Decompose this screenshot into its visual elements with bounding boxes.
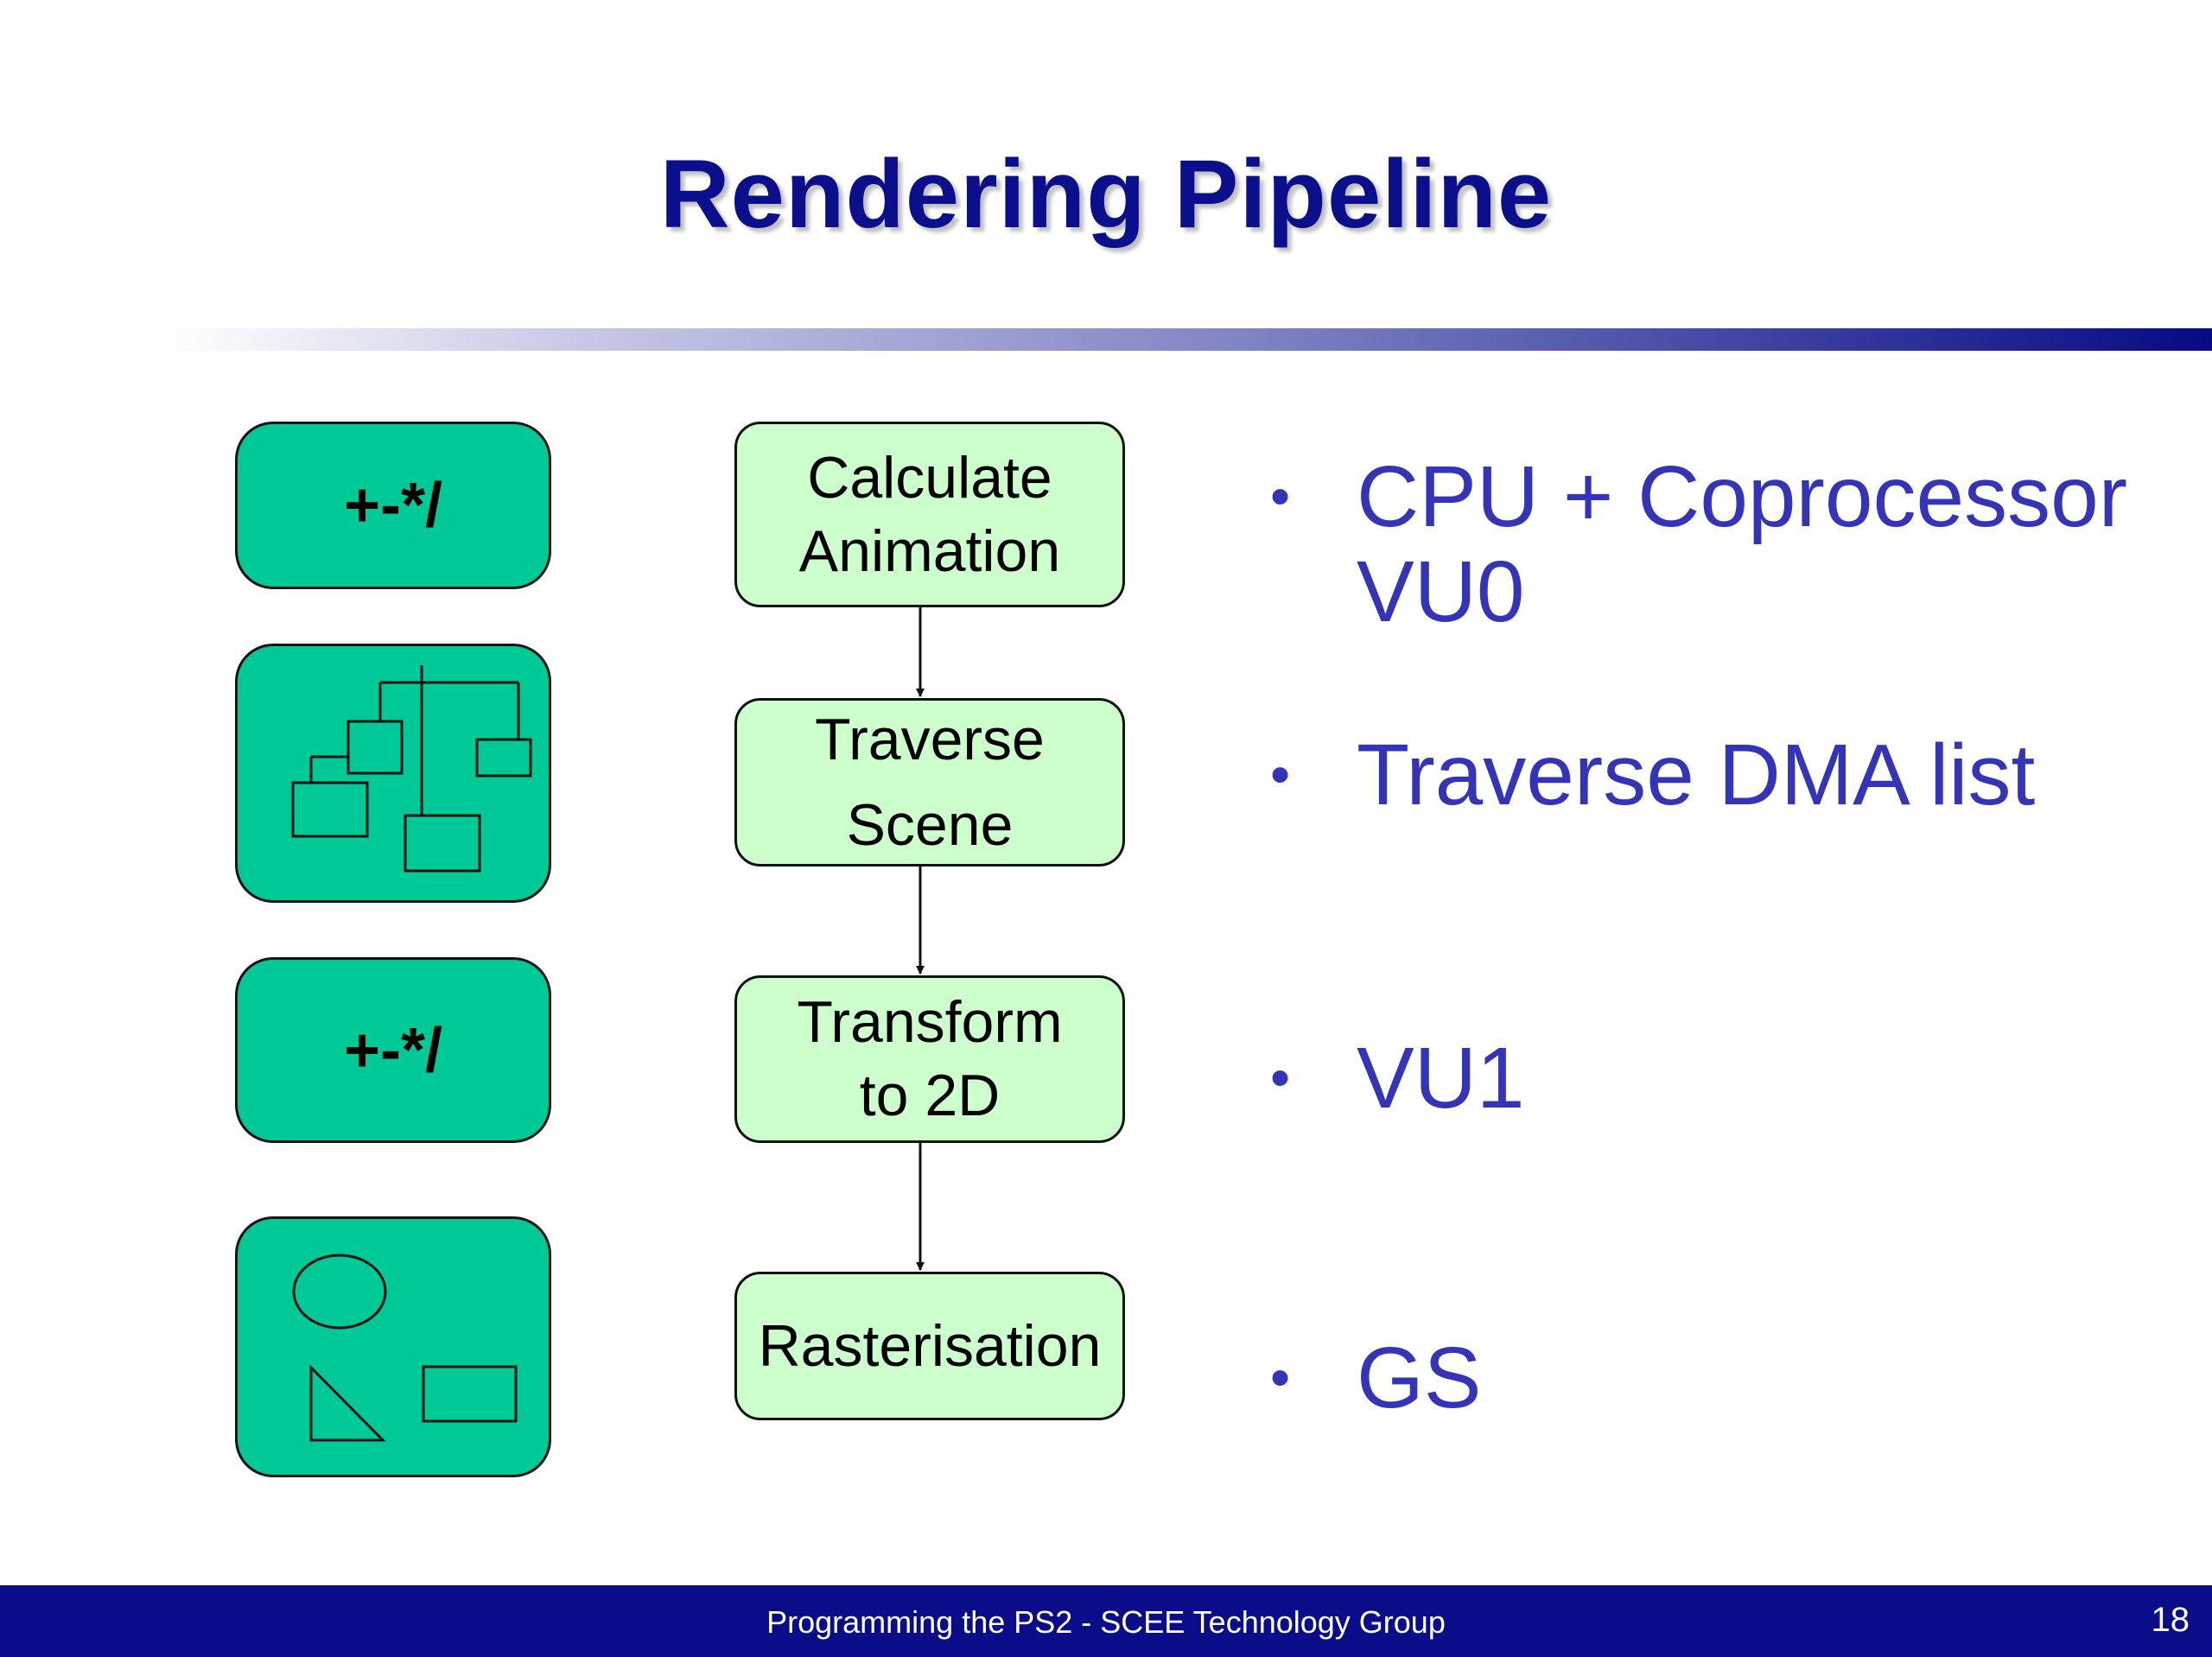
step-traverse-scene: Traverse Scene: [734, 698, 1125, 867]
bullet-symbol: •: [1270, 464, 1291, 528]
title-divider: [164, 328, 2212, 351]
step-rasterisation: Rasterisation: [734, 1272, 1125, 1420]
bullet-item: • CPU + Coprocessor VU0: [1270, 449, 2127, 639]
primitives-graphic: [292, 1254, 518, 1442]
footer-text: Programming the PS2 - SCEE Technology Gr…: [766, 1604, 1446, 1640]
primitives-icon: [235, 1216, 551, 1477]
bullet-item: • VU1: [1270, 1031, 1525, 1126]
bullet-item: • Traverse DMA list: [1270, 727, 2035, 822]
page-number: 18: [2151, 1601, 2190, 1639]
footer-bar: Programming the PS2 - SCEE Technology Gr…: [0, 1585, 2212, 1657]
bullet-symbol: •: [1270, 1045, 1291, 1109]
arithmetic-label: +-*/: [343, 471, 443, 540]
bullet-text: Traverse DMA list: [1357, 727, 2036, 823]
step-transform-to-2d: Transform to 2D: [734, 975, 1125, 1143]
arithmetic-label: +-*/: [343, 1015, 443, 1085]
step-label: Calculate Animation: [798, 444, 1061, 584]
scene-tree-icon: [235, 644, 551, 903]
slide-title: Rendering Pipeline: [659, 140, 1553, 248]
arithmetic-icon: +-*/: [235, 957, 551, 1143]
step-label: Traverse Scene: [815, 706, 1045, 858]
bullet-symbol: •: [1270, 742, 1291, 806]
bullet-item: • GS: [1270, 1330, 1481, 1425]
step-calculate-animation: Calculate Animation: [734, 422, 1125, 607]
scene-tree-graphic: [291, 665, 532, 873]
arithmetic-icon: +-*/: [235, 422, 551, 589]
bullet-text: CPU + Coprocessor VU0: [1357, 448, 2127, 640]
bullet-symbol: •: [1270, 1345, 1291, 1409]
bullet-text: GS: [1357, 1330, 1482, 1426]
step-label: Rasterisation: [758, 1312, 1102, 1379]
bullet-text: VU1: [1357, 1030, 1525, 1127]
step-label: Transform to 2D: [797, 989, 1063, 1128]
